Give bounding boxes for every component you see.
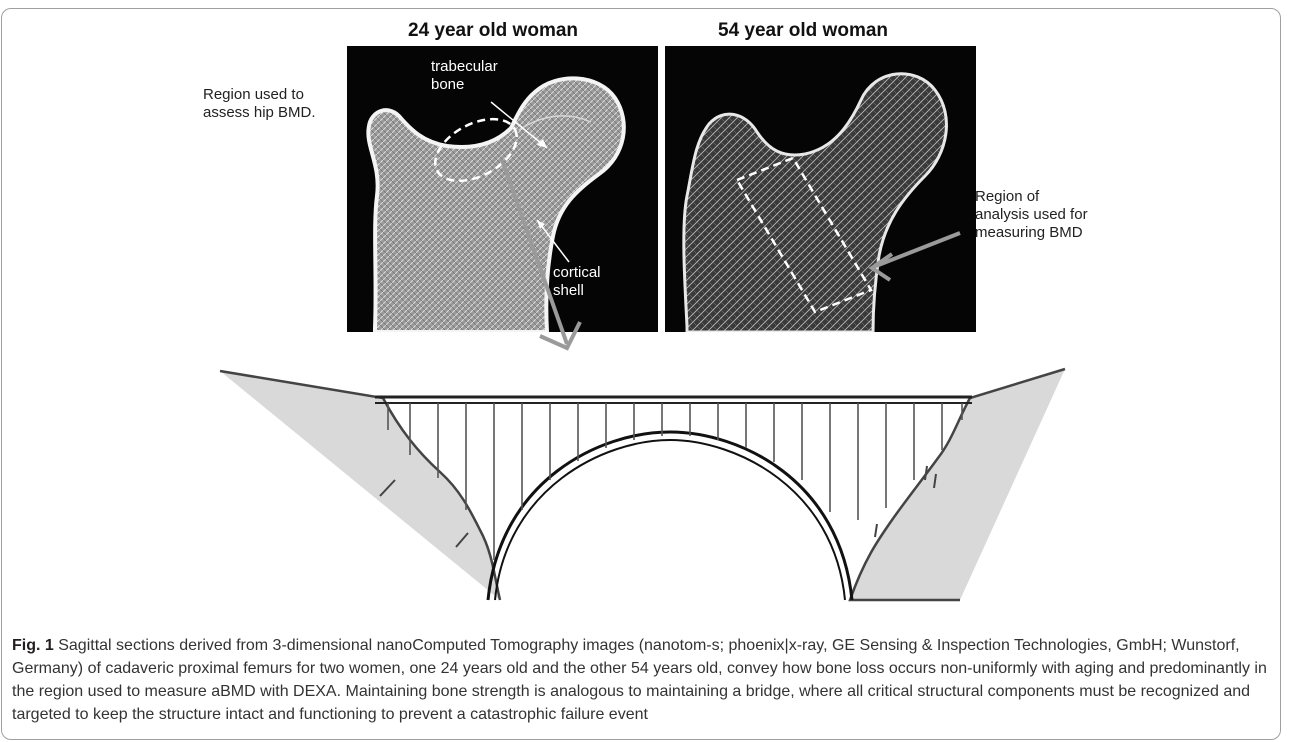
arrow-to-bridge (502, 160, 580, 348)
figure-caption: Fig. 1 Sagittal sections derived from 3-… (12, 634, 1274, 726)
bridge-deck (375, 397, 972, 403)
caption-text: Sagittal sections derived from 3-dimensi… (12, 637, 1267, 723)
left-cliff (220, 371, 500, 600)
arrow-to-analysis-region (872, 233, 960, 280)
caption-label: Fig. 1 (12, 637, 54, 654)
bridge-arch (488, 432, 852, 600)
